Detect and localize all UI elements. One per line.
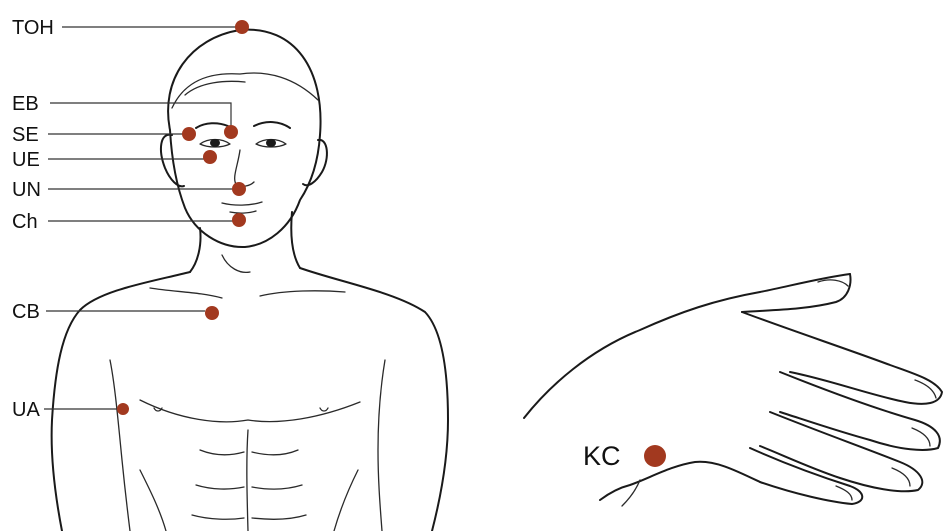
label-eb: EB (12, 93, 39, 115)
left-eyebrow (196, 123, 228, 128)
collarbone-right (260, 291, 345, 296)
hand-lower-edge (600, 462, 760, 500)
nose (235, 150, 254, 186)
point-se-dot (182, 127, 196, 141)
abs-line (247, 430, 248, 531)
label-ue: UE (12, 149, 40, 171)
finger-middle (780, 372, 940, 450)
point-cb-dot (205, 306, 219, 320)
label-toh: TOH (12, 17, 54, 39)
right-pupil (266, 139, 276, 147)
label-un: UN (12, 179, 41, 201)
label-kc: KC (583, 441, 621, 471)
label-ch: Ch (12, 211, 38, 233)
point-toh-dot (235, 20, 249, 34)
neck-left (190, 228, 201, 272)
hand-figure (524, 274, 942, 506)
finger-index (742, 312, 942, 404)
point-ue-dot (203, 150, 217, 164)
point-ua-dot (117, 403, 129, 415)
chest-line (140, 400, 360, 422)
leader-eb (50, 103, 231, 126)
label-se: SE (12, 124, 39, 146)
man-figure (52, 30, 448, 531)
right-eyebrow (254, 122, 290, 128)
finger-ring (760, 412, 922, 491)
label-ua: UA (12, 399, 40, 421)
point-kc-dot (644, 445, 666, 467)
label-cb: CB (12, 301, 40, 323)
point-ch-dot (232, 213, 246, 227)
collarbone-left (150, 288, 222, 298)
finger-little (750, 448, 862, 504)
right-shoulder (300, 268, 448, 531)
hand-upper-edge (524, 274, 850, 418)
neck-right (291, 212, 300, 268)
left-pupil (210, 139, 220, 147)
mouth (222, 202, 262, 205)
point-eb-dot (224, 125, 238, 139)
point-un-dot (232, 182, 246, 196)
